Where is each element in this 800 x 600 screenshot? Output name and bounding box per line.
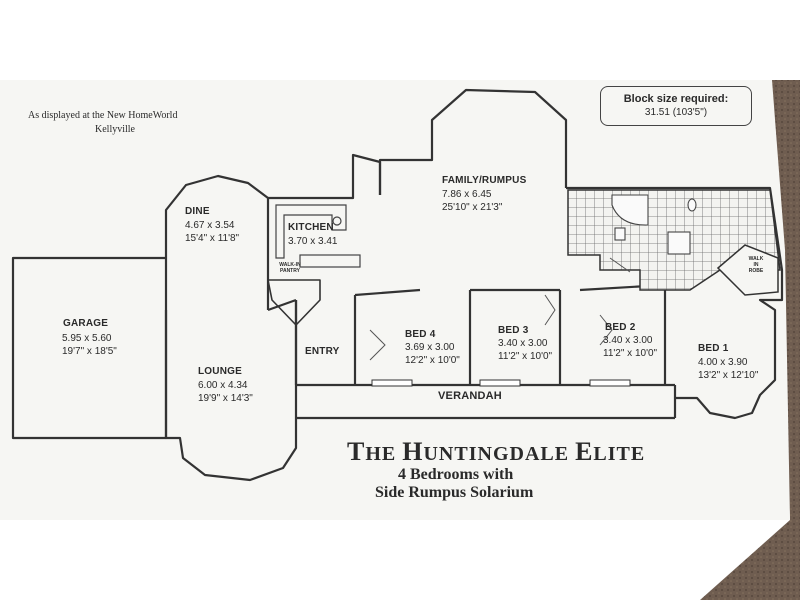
kitchen-island [299, 254, 361, 268]
title-initial-t: T [347, 437, 366, 466]
robe-label-line1: WALK [748, 256, 764, 262]
room-metric-garage: 5.95 x 5.60 [62, 333, 112, 344]
room-imperial-bed3: 11'2" x 10'0" [498, 351, 553, 362]
carpet-edge [700, 80, 800, 600]
title-initial-h: H [402, 437, 424, 466]
plan-subtitle-1: 4 Bedrooms with [398, 466, 514, 483]
room-name-bed3: BED 3 [498, 325, 529, 336]
room-imperial-garage: 19'7" x 18'5" [62, 346, 117, 357]
room-imperial-family: 25'10" x 21'3" [442, 202, 503, 213]
display-note-line2: Kellyville [95, 124, 135, 135]
room-name-family: FAMILY/RUMPUS [442, 175, 527, 186]
room-metric-kitchen: 3.70 x 3.41 [288, 236, 338, 247]
room-name-dine: DINE [185, 206, 210, 217]
window [479, 379, 521, 387]
kitchen-counter [275, 204, 347, 259]
room-name-verandah: VERANDAH [438, 390, 502, 402]
window [371, 379, 413, 387]
room-imperial-bed2: 11'2" x 10'0" [603, 348, 658, 359]
toilet [614, 227, 626, 241]
room-name-lounge: LOUNGE [198, 366, 242, 377]
title-initial-e: E [575, 437, 594, 466]
robe-label-line3: ROBE [748, 268, 764, 274]
room-metric-bed2: 3.40 x 3.00 [603, 335, 653, 346]
robe-label-line2: IN [753, 262, 759, 268]
display-note-line1: As displayed at the New HomeWorld [28, 110, 178, 121]
shower-tray [667, 231, 691, 255]
room-name-bed4: BED 4 [405, 329, 436, 340]
room-imperial-bed1: 13'2" x 12'10" [698, 370, 759, 381]
bath-tub [611, 194, 649, 226]
pantry-walls [267, 279, 321, 326]
robe-walls [716, 244, 779, 296]
room-metric-bed4: 3.69 x 3.00 [405, 342, 455, 353]
room-metric-family: 7.86 x 6.45 [442, 189, 492, 200]
room-imperial-bed4: 12'2" x 10'0" [405, 355, 460, 366]
block-size-value: 31.51 (103'5") [644, 107, 708, 118]
bath-block-walls [566, 186, 784, 420]
title-part-2: UNTINGDALE [423, 443, 576, 465]
room-name-entry: ENTRY [305, 346, 340, 357]
block-size-box: Block size required: 31.51 (103'5") [600, 86, 752, 126]
vanity-basin [687, 198, 697, 212]
room-metric-dine: 4.67 x 3.54 [185, 220, 235, 231]
room-name-bed2: BED 2 [605, 322, 636, 333]
door-swing [369, 257, 631, 361]
room-metric-bed1: 4.00 x 3.90 [698, 357, 748, 368]
family-bay-walls [378, 88, 568, 195]
lounge-bay-walls [164, 300, 298, 482]
plan-subtitle-2: Side Rumpus Solarium [375, 484, 534, 501]
pantry-label-line1: WALK-IN [279, 262, 301, 268]
window [589, 379, 631, 387]
room-imperial-lounge: 19'9" x 14'3" [198, 393, 253, 404]
room-metric-bed3: 3.40 x 3.00 [498, 338, 548, 349]
pantry-label-line2: PANTRY [280, 268, 300, 274]
title-part-3: LITE [593, 443, 646, 465]
title-part-1: HE [365, 443, 403, 465]
block-size-label: Block size required: [623, 93, 729, 105]
room-name-bed1: BED 1 [698, 343, 729, 354]
room-imperial-dine: 15'4" x 11'8" [185, 233, 240, 244]
room-name-garage: GARAGE [63, 318, 109, 329]
room-metric-lounge: 6.00 x 4.34 [198, 380, 248, 391]
room-name-kitchen: KITCHEN [288, 222, 334, 233]
plan-title-name: THE HUNTINGDALE ELITE [347, 437, 645, 467]
